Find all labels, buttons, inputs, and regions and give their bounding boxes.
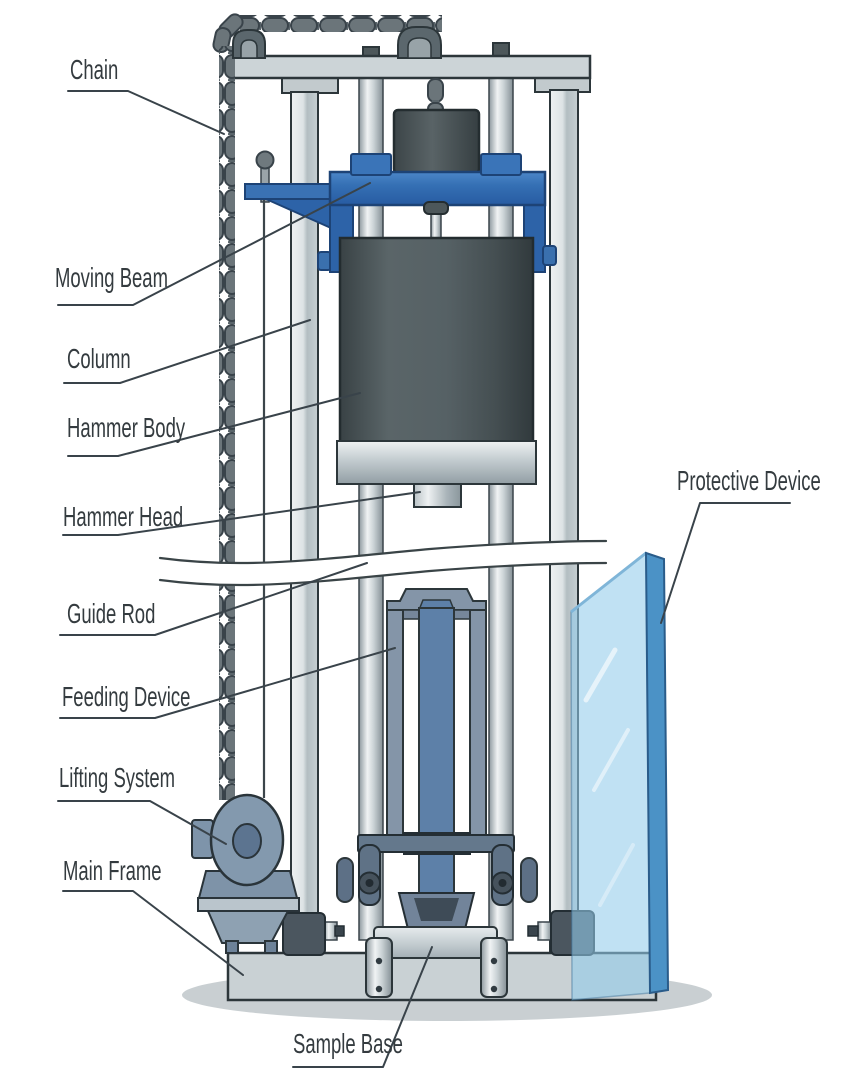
rod-sleeve-right: [480, 153, 522, 176]
label-guide-rod: Guide Rod: [67, 598, 156, 629]
leader-main-frame: [62, 890, 244, 976]
leader-guide-rod: [59, 562, 368, 636]
leader-sample-base: [292, 946, 433, 1068]
glass-edge: [644, 551, 670, 995]
moving-beam: [244, 153, 557, 273]
leader-feeding-device: [59, 647, 396, 719]
label-chain: Chain: [70, 54, 119, 85]
label-hammer-head: Hammer Head: [63, 501, 184, 532]
leader-hammer-body: [67, 392, 361, 457]
leader-lifting-system: [57, 800, 227, 845]
sample-base: [365, 926, 508, 998]
label-main-frame: Main Frame: [63, 855, 162, 886]
feeding-column: [418, 607, 455, 901]
anchor-post-left: [365, 937, 393, 998]
leader-chain: [67, 90, 225, 135]
hammer-head: [413, 483, 462, 508]
top-weight: [392, 108, 481, 175]
hammer-band: [336, 440, 537, 485]
damper-left: [282, 912, 345, 956]
column-right: [534, 75, 591, 954]
leader-column: [63, 319, 311, 384]
label-sample-base: Sample Base: [293, 1028, 403, 1059]
anchor-post-right: [480, 937, 508, 998]
label-feeding-device: Feeding Device: [62, 681, 191, 712]
leader-lines: [57, 90, 791, 1068]
clamp-assembly: [336, 832, 538, 930]
hammer-suspension: [423, 201, 449, 241]
handle-ball: [255, 150, 275, 170]
hammer-body: [338, 236, 535, 444]
winch-hub: [232, 823, 262, 859]
break-lines: [158, 539, 608, 587]
label-moving-beam: Moving Beam: [55, 262, 168, 293]
label-hammer-body: Hammer Body: [67, 412, 186, 443]
rod-sleeve-left: [350, 153, 392, 176]
label-protective-device: Protective Device: [677, 465, 821, 496]
column-left: [281, 76, 339, 954]
feeding-leg-right: [469, 609, 487, 846]
label-lifting-system: Lifting System: [59, 762, 176, 793]
lifting-system: [191, 793, 300, 954]
leader-moving-beam: [57, 182, 371, 306]
leader-hammer-head: [62, 491, 421, 536]
protective-glass: [570, 551, 670, 1001]
feeding-leg-left: [386, 609, 404, 846]
leader-protective-device: [660, 502, 791, 624]
label-column: Column: [67, 343, 131, 374]
